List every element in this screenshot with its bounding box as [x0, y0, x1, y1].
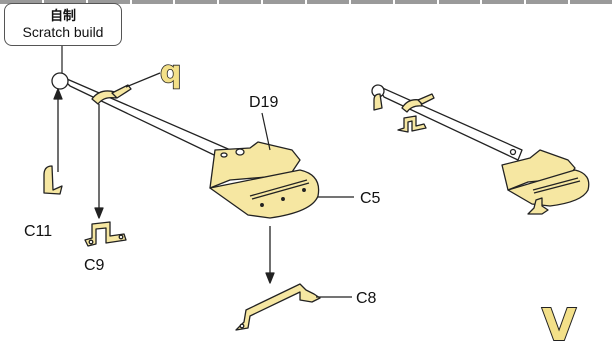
c9-bracket	[84, 104, 127, 247]
label-d19: D19	[249, 94, 278, 111]
rod-end-cap	[51, 72, 69, 90]
c8-bracket	[235, 226, 352, 331]
c8-arrow-head	[265, 272, 275, 284]
c11-bracket	[43, 88, 63, 195]
d19-mount-hole	[220, 152, 228, 158]
right-clamp	[401, 99, 423, 113]
c9-arrow-head	[94, 207, 104, 219]
scratch-build-en-label: Scratch build	[22, 24, 104, 40]
label-c5: C5	[360, 190, 381, 207]
right-c11	[373, 93, 383, 111]
d19-plate	[209, 141, 301, 189]
c5-cover	[209, 169, 320, 219]
scratch-build-cn-label: 自制	[49, 9, 76, 24]
top-border-strip	[0, 0, 612, 4]
d19-leader	[261, 112, 271, 151]
right-c8	[527, 197, 549, 215]
rod-right	[377, 85, 523, 161]
label-c11: C11	[24, 223, 52, 240]
left-assembly	[51, 72, 320, 219]
c5-rivet	[281, 197, 285, 201]
rod-clamp-q	[91, 90, 117, 105]
right-assembly	[371, 84, 590, 215]
c11-arrow-head	[53, 88, 63, 100]
step-marker-q: q	[160, 55, 181, 90]
step-marker-v: V	[542, 300, 576, 349]
rod-clamp-q-bracket	[111, 84, 132, 99]
label-c9: C9	[84, 257, 105, 274]
right-c5	[507, 169, 590, 207]
q-leader	[125, 72, 161, 88]
c5-seam-2	[251, 182, 310, 200]
right-c9	[397, 115, 427, 133]
label-c8: C8	[356, 290, 377, 307]
c5-rivet	[302, 188, 306, 192]
d19-pin	[235, 148, 245, 156]
c5-rivet	[260, 203, 264, 207]
right-clamp-bracket	[417, 93, 435, 105]
scratch-build-callout: 自制 Scratch build	[4, 3, 122, 46]
c5-seam	[249, 179, 308, 197]
